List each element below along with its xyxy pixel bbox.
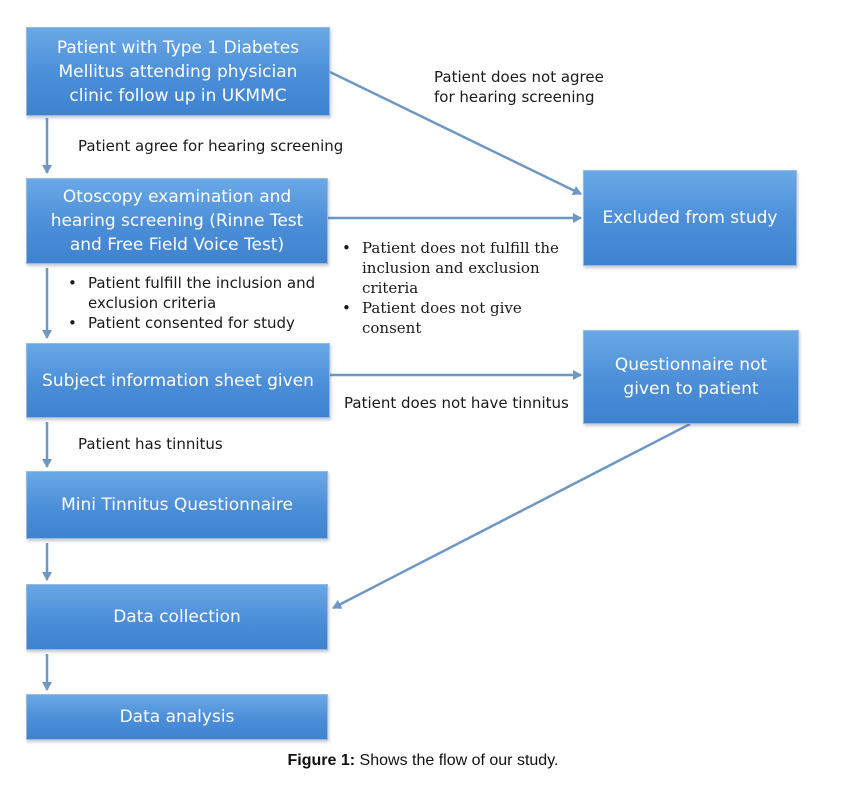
box-data-analysis: Data analysis [26, 694, 328, 740]
arrow-attending-to-excluded [329, 70, 582, 196]
label-agree-screening: Patient agree for hearing screening [78, 137, 344, 155]
box-patient-attending: Patient with Type 1 Diabetes Mellitus at… [26, 27, 330, 116]
box-data-collection: Data collection [26, 584, 328, 650]
figure-caption-prefix: Figure 1: [287, 752, 356, 769]
box-subject-info: Subject information sheet given [26, 343, 330, 418]
box-mini-tinnitus: Mini Tinnitus Questionnaire [26, 471, 328, 539]
box-excluded-text: Excluded from study [602, 208, 778, 228]
figure-caption: Figure 1: Shows the flow of our study. [0, 752, 846, 770]
box-data-collection-text: Data collection [113, 607, 241, 627]
bullet-no-consent: Patient does not give consent [340, 298, 559, 338]
box-excluded: Excluded from study [583, 170, 797, 266]
box-questionnaire-not-given: Questionnaire not given to patient [583, 330, 799, 424]
box-subject-info-text: Subject information sheet given [42, 370, 314, 391]
box-data-analysis-text: Data analysis [119, 707, 235, 727]
label-no-tinnitus: Patient does not have tinnitus [344, 394, 569, 412]
box-mini-tinnitus-text: Mini Tinnitus Questionnaire [61, 495, 293, 515]
bullet-fulfill-criteria: Patient fulfill the inclusion and exclus… [66, 273, 315, 313]
arrow-questionnaire-not-given-to-data-collection [332, 422, 691, 610]
box-questionnaire-not-given-text: Questionnaire not given to patient [614, 355, 768, 399]
figure-caption-text: Shows the flow of our study. [355, 752, 559, 769]
box-otoscopy: Otoscopy examination and hearing screeni… [26, 178, 328, 264]
bullet-consented: Patient consented for study [66, 313, 315, 333]
label-not-agree-screening: Patient does not agree for hearing scree… [434, 68, 604, 106]
bullet-not-fulfill-criteria: Patient does not fulfill the inclusion a… [340, 238, 559, 298]
exclusion-bullets: Patient does not fulfill the inclusion a… [340, 238, 559, 338]
box-patient-attending-text: Patient with Type 1 Diabetes Mellitus at… [56, 37, 300, 106]
inclusion-bullets: Patient fulfill the inclusion and exclus… [66, 273, 315, 333]
label-has-tinnitus: Patient has tinnitus [78, 435, 223, 453]
box-otoscopy-text: Otoscopy examination and hearing screeni… [50, 187, 304, 255]
